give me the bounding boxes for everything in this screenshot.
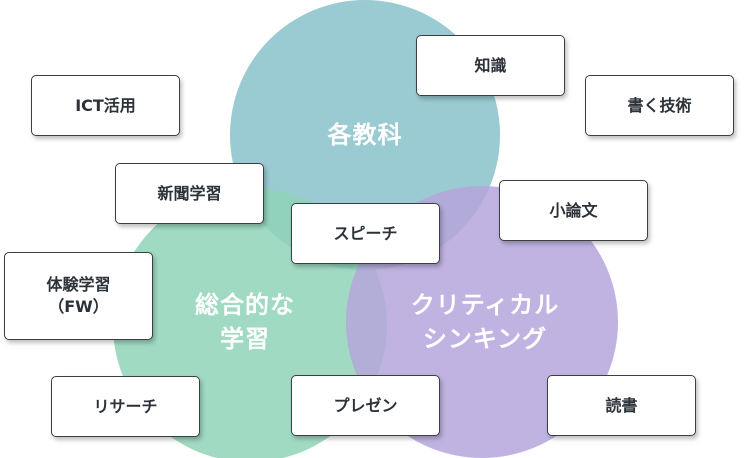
tag-taiken: 体験学習 （FW） xyxy=(4,252,153,340)
tag-speech: スピーチ xyxy=(291,203,440,264)
tag-dokusho: 読書 xyxy=(547,375,696,436)
circle-right-label: クリティカル シンキング xyxy=(385,288,585,356)
circle-left-label-line2: 学習 xyxy=(220,325,270,353)
tag-ict: ICT活用 xyxy=(31,75,180,136)
tag-presen: プレゼン xyxy=(291,375,440,436)
circle-top-label: 各教科 xyxy=(327,121,403,149)
tag-shinbun: 新聞学習 xyxy=(115,163,264,224)
circle-left-label: 総合的な 学習 xyxy=(160,288,330,356)
tag-research: リサーチ xyxy=(51,376,200,437)
circle-left-label-line1: 総合的な xyxy=(195,291,295,319)
circle-right-label-line1: クリティカル xyxy=(410,291,560,319)
tag-kakugijutsu: 書く技術 xyxy=(585,75,734,136)
tag-shouronbun: 小論文 xyxy=(499,180,648,241)
circle-right-label-line2: シンキング xyxy=(422,325,548,353)
tag-chishiki: 知識 xyxy=(416,35,565,96)
